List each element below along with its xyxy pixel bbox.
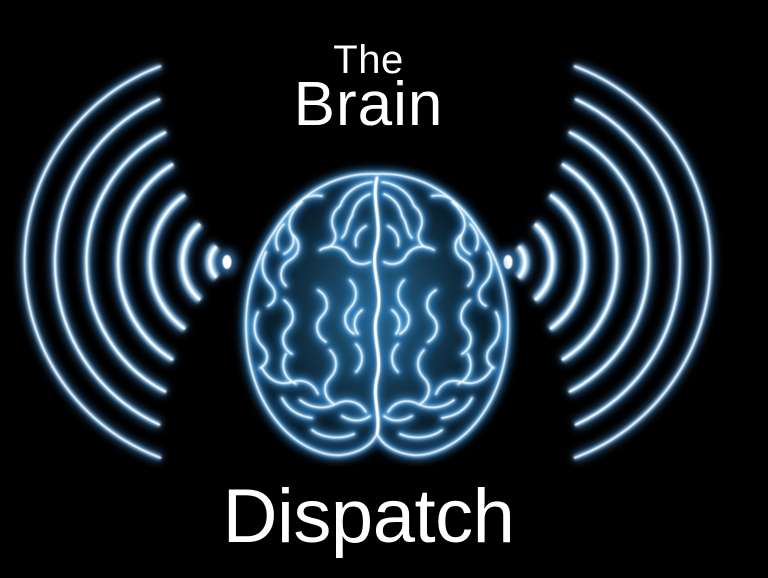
logo-word-the: The — [333, 38, 404, 82]
logo-word-dispatch: Dispatch — [222, 474, 515, 559]
brain-icon — [246, 174, 508, 455]
logo-word-brain: Brain — [293, 70, 444, 139]
